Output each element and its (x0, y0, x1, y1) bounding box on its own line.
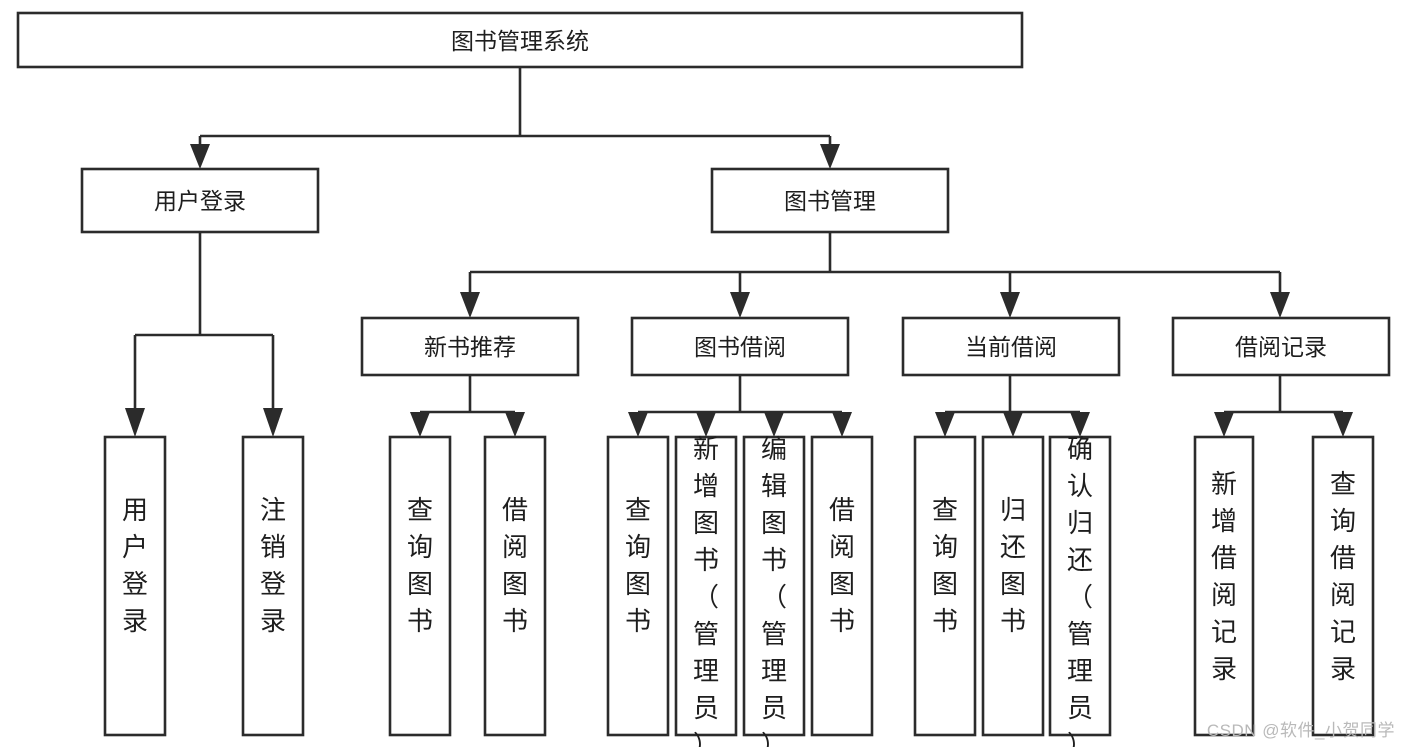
leaf-node-borrow-book-recommend-box (483, 435, 547, 737)
leaf-node-query-book-current-label: 查询图书 (932, 495, 958, 636)
leaf-node-logout[interactable]: 注销登录 (241, 435, 305, 737)
node-user-login[interactable]: 用户登录 (80, 167, 320, 234)
leaf-node-query-book-borrow-box (606, 435, 670, 737)
leaf-node-user-login-label: 用户登录 (122, 495, 148, 636)
arrow-leaf-logout (263, 408, 283, 437)
leaf-node-confirm-return[interactable]: 确认归还（管理员） (1048, 434, 1112, 747)
leaf-node-edit-book-box (742, 435, 806, 737)
arrow-leaf-borrow-book-1 (505, 412, 525, 437)
arrow-book-manage (820, 144, 840, 169)
node-book-borrow-label: 图书借阅 (694, 334, 786, 360)
leaf-node-query-book-current-box (913, 435, 977, 737)
arrow-user-login (190, 144, 210, 169)
node-root-system-box (16, 11, 1024, 69)
leaf-node-borrow-book[interactable]: 借阅图书 (810, 435, 874, 737)
leaf-node-query-book-recommend[interactable]: 查询图书 (388, 435, 452, 737)
arrow-leaf-add-book (696, 412, 716, 437)
leaf-node-logout-box (241, 435, 305, 737)
arrow-borrow-record (1270, 292, 1290, 318)
node-root-system[interactable]: 图书管理系统 (16, 11, 1024, 69)
leaf-node-add-borrow-record-box (1193, 435, 1255, 737)
leaf-node-borrow-book-recommend[interactable]: 借阅图书 (483, 435, 547, 737)
leaf-node-query-book-borrow[interactable]: 查询图书 (606, 435, 670, 737)
arrow-leaf-user-login (125, 408, 145, 437)
leaf-node-confirm-return-box (1048, 435, 1112, 737)
leaf-node-borrow-book-box (810, 435, 874, 737)
node-current-borrow-label: 当前借阅 (965, 334, 1057, 360)
leaf-node-query-book-borrow-label: 查询图书 (625, 495, 651, 636)
leaf-node-logout-label: 注销登录 (260, 495, 286, 636)
leaf-node-return-book-label: 归还图书 (1000, 495, 1026, 636)
leaf-node-query-book-recommend-label: 查询图书 (407, 495, 433, 636)
node-new-book-recommend-label: 新书推荐 (424, 334, 516, 360)
arrow-book-borrow (730, 292, 750, 318)
arrow-leaf-edit-book (764, 412, 784, 437)
node-root-system-label: 图书管理系统 (451, 28, 589, 54)
leaf-node-query-borrow-record-box (1311, 435, 1375, 737)
leaf-node-borrow-book-recommend-label: 借阅图书 (502, 495, 528, 636)
node-user-login-box (80, 167, 320, 234)
node-book-management-label: 图书管理 (784, 188, 876, 214)
arrow-leaf-query-record (1333, 412, 1353, 437)
node-book-management-box (710, 167, 950, 234)
leaf-node-edit-book[interactable]: 编辑图书（管理员） (742, 434, 806, 747)
arrow-leaf-add-record (1214, 412, 1234, 437)
node-borrow-record-box (1171, 316, 1391, 377)
leaf-node-user-login-box (103, 435, 167, 737)
leaf-node-add-book[interactable]: 新增图书（管理员） (674, 434, 738, 747)
node-book-borrow-box (630, 316, 850, 377)
node-new-book-recommend[interactable]: 新书推荐 (360, 316, 580, 377)
leaf-node-query-borrow-record[interactable]: 查询借阅记录 (1311, 435, 1375, 737)
node-current-borrow[interactable]: 当前借阅 (901, 316, 1121, 377)
arrow-leaf-query-book-3 (935, 412, 955, 437)
connector-layer (125, 67, 1353, 437)
arrow-leaf-return-book (1003, 412, 1023, 437)
arrow-leaf-query-book-2 (628, 412, 648, 437)
leaf-node-add-borrow-record[interactable]: 新增借阅记录 (1193, 435, 1255, 737)
node-book-borrow[interactable]: 图书借阅 (630, 316, 850, 377)
leaf-node-add-book-label: 新增图书（管理员） (693, 434, 719, 747)
leaf-node-add-borrow-record-label: 新增借阅记录 (1211, 469, 1237, 684)
leaf-node-borrow-book-label: 借阅图书 (829, 495, 855, 636)
leaf-node-return-book[interactable]: 归还图书 (981, 435, 1045, 737)
node-borrow-record[interactable]: 借阅记录 (1171, 316, 1391, 377)
leaf-node-edit-book-label: 编辑图书（管理员） (761, 434, 787, 747)
leaf-node-query-book-current[interactable]: 查询图书 (913, 435, 977, 737)
leaf-node-return-book-box (981, 435, 1045, 737)
arrow-new-book-recommend (460, 292, 480, 318)
node-new-book-recommend-box (360, 316, 580, 377)
leaf-node-add-book-box (674, 435, 738, 737)
arrow-leaf-confirm-return (1070, 412, 1090, 437)
node-borrow-record-label: 借阅记录 (1235, 334, 1327, 360)
arrow-leaf-query-book-1 (410, 412, 430, 437)
leaf-node-user-login[interactable]: 用户登录 (103, 435, 167, 737)
node-user-login-label: 用户登录 (154, 188, 246, 214)
node-book-management[interactable]: 图书管理 (710, 167, 950, 234)
leaf-node-query-borrow-record-label: 查询借阅记录 (1330, 469, 1356, 684)
arrow-current-borrow (1000, 292, 1020, 318)
arrow-leaf-borrow-book-2 (832, 412, 852, 437)
leaf-node-query-book-recommend-box (388, 435, 452, 737)
node-current-borrow-box (901, 316, 1121, 377)
leaf-node-confirm-return-label: 确认归还（管理员） (1067, 434, 1093, 747)
